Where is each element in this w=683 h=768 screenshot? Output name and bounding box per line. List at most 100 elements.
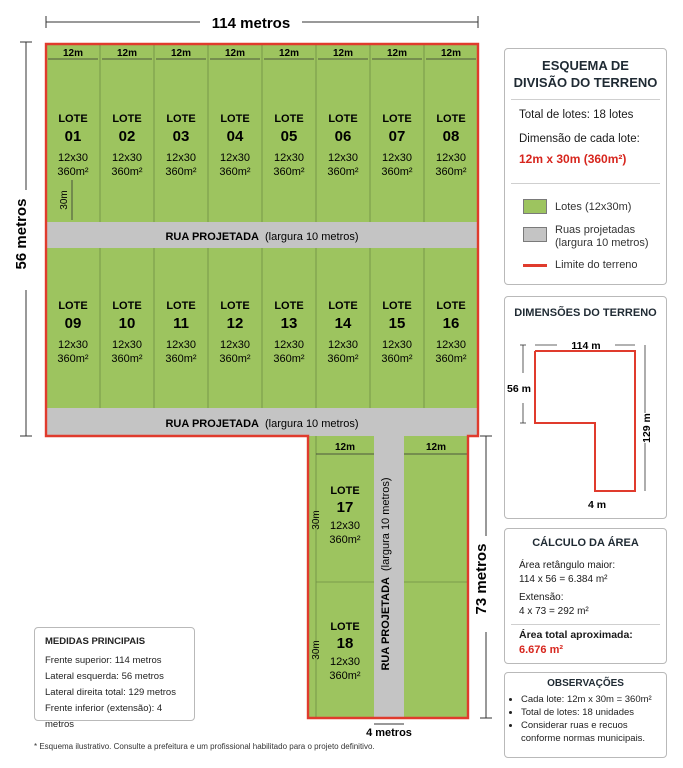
lot-area: 360m² — [165, 166, 197, 178]
lot-number: 14 — [335, 315, 352, 332]
street-1 — [46, 222, 478, 248]
lot-word: LOTE — [382, 300, 411, 312]
lot-size: 12x30 — [166, 152, 196, 164]
lot-area: 360m² — [273, 166, 305, 178]
legend-lot-swatch — [523, 199, 547, 214]
lot-word: LOTE — [220, 113, 249, 125]
observation-item: Cada lote: 12m x 30m = 360m² — [521, 693, 666, 706]
lot-width-label: 12m — [441, 48, 461, 59]
lot-size: 12x30 — [436, 152, 466, 164]
lot-area: 360m² — [273, 353, 305, 365]
lot-area: 360m² — [435, 353, 467, 365]
lot-size: 12x30 — [112, 152, 142, 164]
svg-text:12m: 12m — [426, 442, 446, 453]
street-vertical — [374, 436, 404, 718]
lot-area: 360m² — [327, 353, 359, 365]
right-dimension: 73 metros — [473, 435, 492, 719]
svg-text:30m: 30m — [311, 640, 322, 659]
svg-text:LOTE: LOTE — [330, 485, 359, 497]
legend-streets: Ruas projetadas (largura 10 metros) — [523, 224, 649, 250]
lot-size: 12x30 — [112, 339, 142, 351]
left-dimension-label: 56 metros — [13, 199, 30, 270]
lot-size: 12x30 — [274, 152, 304, 164]
lot-word: LOTE — [112, 113, 141, 125]
lot-word: LOTE — [58, 300, 87, 312]
observations-list: Cada lote: 12m x 30m = 360m² Total de lo… — [505, 693, 666, 745]
legend-lots: Lotes (12x30m) — [523, 199, 631, 214]
svg-text:4 m: 4 m — [588, 499, 606, 511]
lot-size: 12x30 — [274, 339, 304, 351]
lot-area: 360m² — [57, 353, 89, 365]
svg-text:114 m: 114 m — [571, 340, 600, 352]
svg-text:30m: 30m — [59, 190, 70, 209]
lot-number: 05 — [281, 128, 298, 145]
svg-text:360m²: 360m² — [329, 534, 361, 546]
lot-width-label: 12m — [117, 48, 137, 59]
terrain-outline-diagram: 114 m 56 m 129 m 4 m — [507, 340, 653, 511]
lot-size: 12x30 — [58, 339, 88, 351]
top-dimension-label: 114 metros — [212, 15, 290, 32]
lot-size: 12x30 — [328, 339, 358, 351]
svg-text:12x30: 12x30 — [330, 520, 360, 532]
summary-panel: ESQUEMA DE DIVISÃO DO TERRENO Total de l… — [504, 48, 667, 285]
lot-number: 02 — [119, 128, 136, 145]
observations-panel: OBSERVAÇÕES Cada lote: 12m x 30m = 360m²… — [504, 672, 667, 758]
svg-text:LOTE: LOTE — [330, 621, 359, 633]
extension-details: 12m 12m 30m 30m — [311, 442, 468, 660]
lot-word: LOTE — [166, 300, 195, 312]
legend-boundary: Limite do terreno — [523, 259, 638, 271]
lot-number: 16 — [443, 315, 460, 332]
lot-word: LOTE — [274, 113, 303, 125]
footnote: * Esquema ilustrativo. Consulte a prefei… — [34, 742, 375, 751]
top-dimension: 114 metros — [45, 15, 479, 32]
lot-number: 07 — [389, 128, 406, 145]
measures-panel: MEDIDAS PRINCIPAIS Frente superior: 114 … — [34, 627, 195, 730]
lot-number: 06 — [335, 128, 352, 145]
street-2-label: RUA PROJETADA(largura 10 metros) — [165, 418, 358, 430]
lot-area: 360m² — [381, 166, 413, 178]
lot-number: 04 — [227, 128, 244, 145]
lot-width-label: 12m — [225, 48, 245, 59]
lot-label: LOTE 05 12x30 360m² — [273, 113, 305, 178]
lot-area: 360m² — [381, 353, 413, 365]
lot-area: 360m² — [57, 166, 89, 178]
lot-label: LOTE 16 12x30 360m² — [435, 300, 467, 365]
lot-area: 360m² — [165, 353, 197, 365]
total-lots: Total de lotes: 18 lotes — [519, 109, 634, 121]
lot-area: 360m² — [219, 353, 251, 365]
area-panel: CÁLCULO DA ÁREA Área retângulo maior: 11… — [504, 528, 667, 664]
lot-area: 360m² — [327, 166, 359, 178]
lot-number: 11 — [173, 315, 189, 332]
lot-depth-marker: 30m — [59, 180, 73, 220]
area-total-label: Área total aproximada: — [519, 629, 633, 641]
lot-dimension-value: 12m x 30m (360m²) — [519, 152, 627, 166]
lot-size: 12x30 — [382, 339, 412, 351]
lot-number: 15 — [389, 315, 406, 332]
lot-word: LOTE — [436, 300, 465, 312]
dimensions-title: DIMENSÕES DO TERRENO — [514, 307, 657, 319]
bottom-dimension-label: 4 metros — [366, 727, 412, 739]
svg-text:12m: 12m — [335, 442, 355, 453]
area-rect-calc: 114 x 56 = 6.384 m² — [519, 574, 608, 585]
svg-text:17: 17 — [337, 499, 354, 516]
svg-text:360m²: 360m² — [329, 670, 361, 682]
lot-number: 10 — [119, 315, 136, 332]
lot-area: 360m² — [111, 166, 143, 178]
lot-word: LOTE — [382, 113, 411, 125]
lot-label: LOTE 02 12x30 360m² — [111, 113, 143, 178]
svg-text:18: 18 — [337, 635, 354, 652]
area-title: CÁLCULO DA ÁREA — [532, 537, 639, 549]
lot-number: 08 — [443, 128, 460, 145]
lot-size: 12x30 — [436, 339, 466, 351]
lot-size: 12x30 — [328, 152, 358, 164]
lot-dimension-label: Dimensão de cada lote: — [519, 133, 640, 145]
lot-width-label: 12m — [387, 48, 407, 59]
street-vertical-label: RUA PROJETADA(largura 10 metros) — [380, 477, 392, 670]
measures-title: MEDIDAS PRINCIPAIS — [45, 636, 146, 647]
lot-size: 12x30 — [166, 339, 196, 351]
observation-item: Considerar ruas e recuos — [521, 719, 666, 732]
